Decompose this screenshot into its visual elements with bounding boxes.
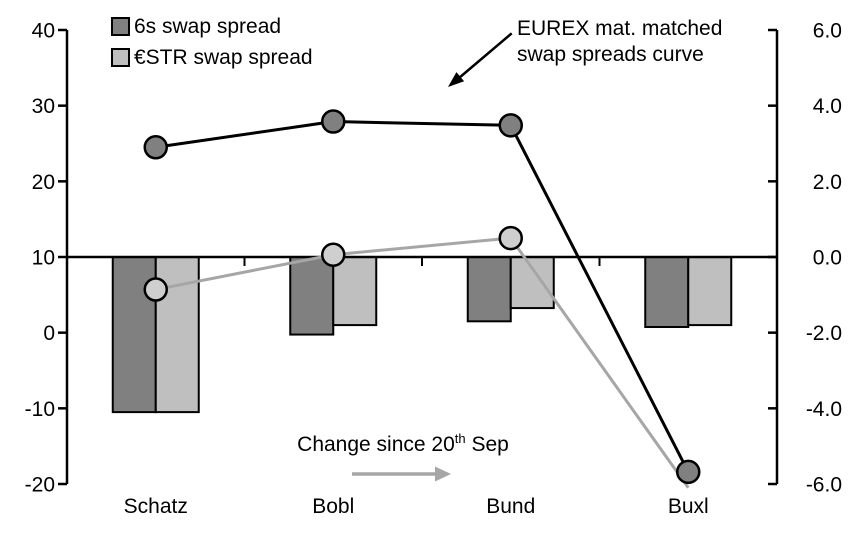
- category-label-bobl: Bobl: [312, 495, 354, 518]
- eurex-annotation-line1: EUREX mat. matched: [517, 17, 723, 40]
- legend-swatch-dark-icon: [111, 17, 130, 36]
- legend-item-estr-swap-spread: €STR swap spread: [111, 42, 313, 73]
- line-6s-level: [155, 120, 690, 473]
- legend-swatch-light-icon: [111, 48, 130, 67]
- change-annotation-sup: th: [454, 431, 466, 446]
- marker-estr-level: [321, 242, 346, 267]
- legend-label: €STR swap spread: [134, 45, 313, 69]
- category-label-schatz: Schatz: [124, 495, 188, 518]
- marker-6s-level: [321, 109, 346, 134]
- left-axis-tick-label: 30: [32, 95, 55, 118]
- eurex-annotation: EUREX mat. matched swap spreads curve: [517, 16, 722, 68]
- legend: 6s swap spread €STR swap spread: [111, 11, 313, 73]
- marker-6s-level: [676, 459, 701, 485]
- legend-item-6s-swap-spread: 6s swap spread: [111, 11, 313, 42]
- line-estr-level: [155, 236, 690, 489]
- left-axis-tick-label: -20: [25, 474, 55, 497]
- legend-label: 6s swap spread: [134, 14, 282, 38]
- right-axis-tick-label: -2.0: [806, 322, 842, 345]
- left-axis-tick-label: 40: [32, 20, 55, 43]
- eurex-annotation-line2: swap spreads curve: [517, 43, 704, 66]
- change-annotation: Change since 20th Sep: [272, 431, 534, 457]
- change-annotation-suffix: Sep: [465, 433, 509, 456]
- bar-estr-change: [509, 256, 555, 310]
- bar-6s-change: [644, 256, 690, 328]
- left-axis-tick-label: 0: [43, 322, 55, 345]
- right-axis-tick-label: 6.0: [813, 20, 842, 43]
- marker-estr-level: [143, 277, 168, 302]
- category-label-bund: Bund: [486, 495, 535, 518]
- right-axis-tick-label: 0.0: [813, 247, 842, 270]
- bar-estr-change: [332, 256, 378, 327]
- left-axis-tick-label: 10: [32, 247, 55, 270]
- marker-6s-level: [498, 113, 523, 138]
- right-axis-tick-label: 2.0: [813, 171, 842, 194]
- bar-6s-change: [289, 256, 335, 336]
- right-axis-tick-label: -6.0: [806, 474, 842, 497]
- category-label-buxl: Buxl: [668, 495, 709, 518]
- marker-6s-level: [143, 135, 168, 160]
- right-axis-tick-label: 4.0: [813, 95, 842, 118]
- change-annotation-prefix: Change since 20: [297, 433, 455, 456]
- marker-estr-level: [498, 225, 523, 251]
- right-axis-tick-label: -4.0: [806, 398, 842, 421]
- bar-estr-change: [687, 256, 733, 327]
- bar-6s-change: [466, 256, 512, 323]
- left-axis-tick-label: 20: [32, 171, 55, 194]
- left-axis-tick-label: -10: [25, 398, 55, 421]
